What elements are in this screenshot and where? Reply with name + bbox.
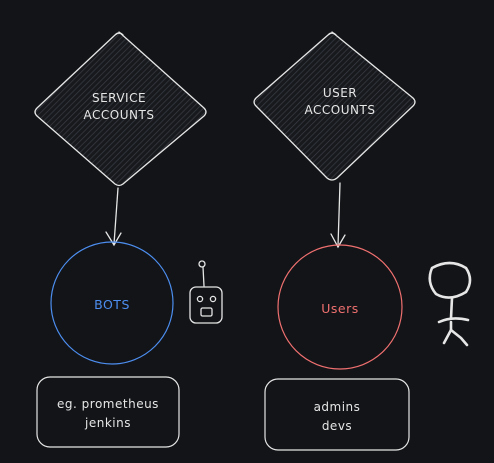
robot-icon <box>189 260 223 324</box>
arrow-service-to-bots <box>105 187 122 247</box>
service-accounts-line2: ACCOUNTS <box>83 108 155 122</box>
users-examples-box[interactable] <box>264 378 410 451</box>
service-accounts-label: SERVICE ACCOUNTS <box>66 90 172 124</box>
user-accounts-label: USER ACCOUNTS <box>287 85 393 119</box>
user-accounts-line2: ACCOUNTS <box>304 103 376 117</box>
users-circle[interactable] <box>277 244 403 370</box>
bots-examples-line2: jenkins <box>85 416 131 430</box>
users-examples-line1: admins <box>313 400 361 414</box>
arrow-user-to-users <box>330 182 346 249</box>
service-accounts-line1: SERVICE <box>91 91 147 105</box>
users-examples-text: admins devs <box>268 398 406 436</box>
bots-examples-text: eg. prometheus jenkins <box>40 395 176 433</box>
bots-examples-box[interactable] <box>36 376 180 448</box>
bots-examples-line1: eg. prometheus <box>57 397 159 411</box>
bots-label: BOTS <box>94 297 130 312</box>
bots-circle[interactable] <box>50 241 174 365</box>
stick-figure-icon <box>428 261 472 347</box>
user-accounts-diamond[interactable] <box>253 31 416 181</box>
user-accounts-line1: USER <box>322 86 358 100</box>
service-accounts-diamond[interactable] <box>34 31 207 187</box>
users-examples-line2: devs <box>321 419 353 433</box>
users-label: Users <box>321 301 359 316</box>
